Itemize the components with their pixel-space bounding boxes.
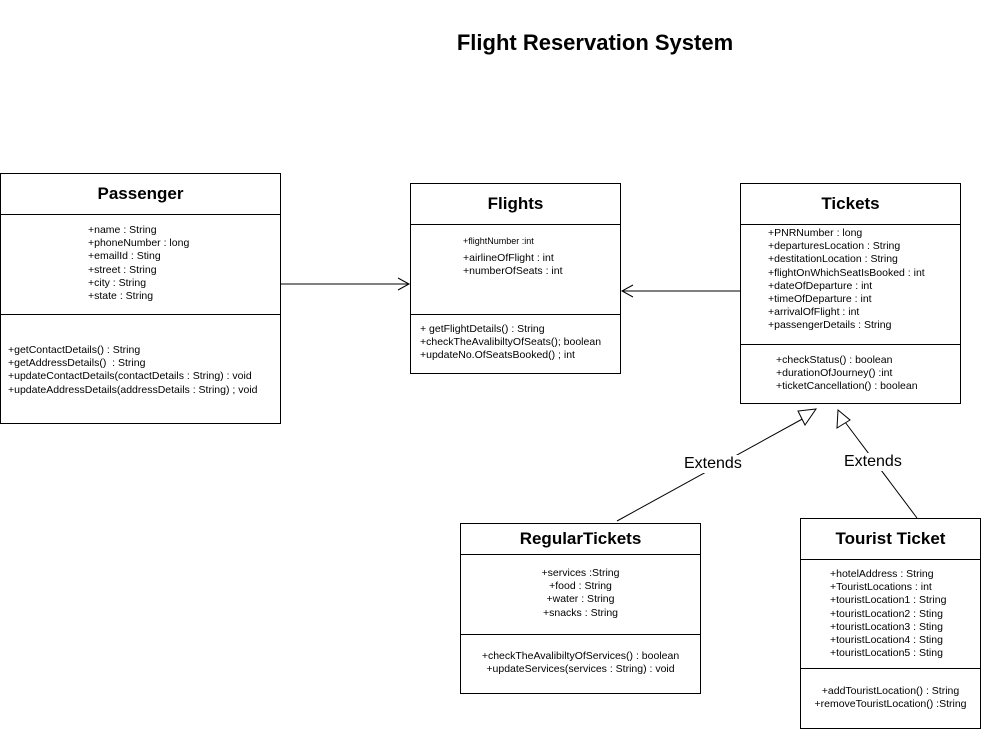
- attribute: +flightNumber :int: [463, 236, 534, 246]
- attribute: +departuresLocation : String: [768, 240, 901, 253]
- class-tourist-ticket-name: Tourist Ticket: [801, 519, 980, 560]
- attribute: +touristLocation2 : Sting: [830, 607, 943, 620]
- method: +checkStatus() : boolean: [776, 354, 893, 366]
- class-regular-tickets-name: RegularTickets: [461, 524, 700, 555]
- class-tourist-ticket: Tourist Ticket +hotelAddress : String +T…: [800, 518, 981, 729]
- attribute: +touristLocation3 : Sting: [830, 620, 943, 633]
- class-flights-methods: + getFlightDetails() : String +checkTheA…: [411, 315, 620, 363]
- attribute: +water : String: [546, 593, 615, 606]
- class-flights: Flights +flightNumber :int +airlineOfFli…: [410, 183, 621, 374]
- attribute: +destitationLocation : String: [768, 253, 898, 266]
- class-flights-name: Flights: [411, 184, 620, 225]
- attribute: +touristLocation4 : Sting: [830, 634, 943, 647]
- method: +updateNo.OfSeatsBooked() ; int: [420, 349, 575, 362]
- method: +getAddressDetails() : String: [8, 357, 146, 370]
- method: +updateAddressDetails(addressDetails : S…: [8, 383, 258, 396]
- method: + getFlightDetails() : String: [420, 323, 545, 335]
- method: +getContactDetails() : String: [8, 344, 141, 356]
- regular-extends-triangle: [797, 408, 818, 426]
- attribute: +airlineOfFlight : int: [463, 252, 554, 265]
- method: +addTouristLocation() : String: [821, 685, 960, 697]
- attribute: +city : String: [88, 276, 147, 289]
- class-tickets-methods: +checkStatus() : boolean +durationOfJour…: [741, 345, 960, 394]
- tourist-extends-triangle: [836, 408, 851, 429]
- attribute: +snacks : String: [543, 606, 618, 619]
- attribute: +touristLocation5 : Sting: [830, 647, 943, 660]
- attribute: +flightOnWhichSeatIsBooked : int: [768, 266, 925, 279]
- diagram-title: Flight Reservation System: [456, 30, 734, 55]
- method: +updateServices(services : String) : voi…: [486, 663, 675, 676]
- attribute: +name : String: [88, 224, 157, 236]
- attribute: +food : String: [549, 580, 612, 593]
- class-regular-tickets-methods: +checkTheAvalibiltyOfServices() : boolea…: [461, 635, 700, 676]
- class-passenger: Passenger +name : String +phoneNumber : …: [0, 173, 281, 424]
- attribute: +passengerDetails : String: [768, 319, 892, 332]
- attribute: +phoneNumber : long: [88, 237, 190, 250]
- attribute: +TouristLocations : int: [830, 581, 932, 594]
- attribute: +numberOfSeats : int: [463, 265, 563, 278]
- class-passenger-attributes: +name : String +phoneNumber : long +emai…: [1, 215, 280, 315]
- class-tourist-ticket-attributes: +hotelAddress : String +TouristLocations…: [801, 560, 980, 669]
- method: +removeTouristLocation() :String: [814, 698, 967, 711]
- attribute: +street : String: [88, 263, 157, 276]
- attribute: +dateOfDeparture : int: [768, 279, 873, 292]
- extends-label-regular: Extends: [682, 455, 744, 473]
- class-tickets-name: Tickets: [741, 184, 960, 225]
- class-regular-tickets-attributes: +services :String +food : String +water …: [461, 555, 700, 635]
- class-tourist-ticket-methods: +addTouristLocation() : String +removeTo…: [801, 669, 980, 711]
- class-passenger-name: Passenger: [1, 174, 280, 215]
- class-flights-attributes: +flightNumber :int +airlineOfFlight : in…: [411, 225, 620, 315]
- class-tickets-attributes: +PNRNumber : long +departuresLocation : …: [741, 225, 960, 345]
- attribute: +arrivalOfFlight : int: [768, 306, 860, 319]
- attribute: +PNRNumber : long: [768, 227, 863, 239]
- passenger-flights-arrowhead: [397, 277, 411, 291]
- attribute: +services :String: [541, 567, 620, 579]
- attribute: +hotelAddress : String: [830, 568, 934, 580]
- method: +durationOfJourney() :int: [776, 367, 893, 380]
- class-passenger-methods: +getContactDetails() : String +getAddres…: [1, 315, 280, 397]
- method: +checkTheAvalibiltyOfSeats(); boolean: [420, 336, 602, 349]
- class-tickets: Tickets +PNRNumber : long +departuresLoc…: [740, 183, 961, 404]
- attribute: +timeOfDeparture : int: [768, 293, 872, 306]
- attribute: +state : String: [88, 290, 154, 303]
- attribute: +touristLocation1 : String: [830, 594, 947, 607]
- method: +ticketCancellation() : boolean: [776, 380, 918, 393]
- class-regular-tickets: RegularTickets +services :String +food :…: [460, 523, 701, 694]
- method: +updateContactDetails(contactDetails : S…: [8, 370, 252, 383]
- tickets-flights-arrowhead: [620, 284, 634, 298]
- extends-label-tourist: Extends: [842, 453, 904, 471]
- attribute: +emailId : Sting: [88, 250, 161, 263]
- method: +checkTheAvalibiltyOfServices() : boolea…: [481, 650, 680, 662]
